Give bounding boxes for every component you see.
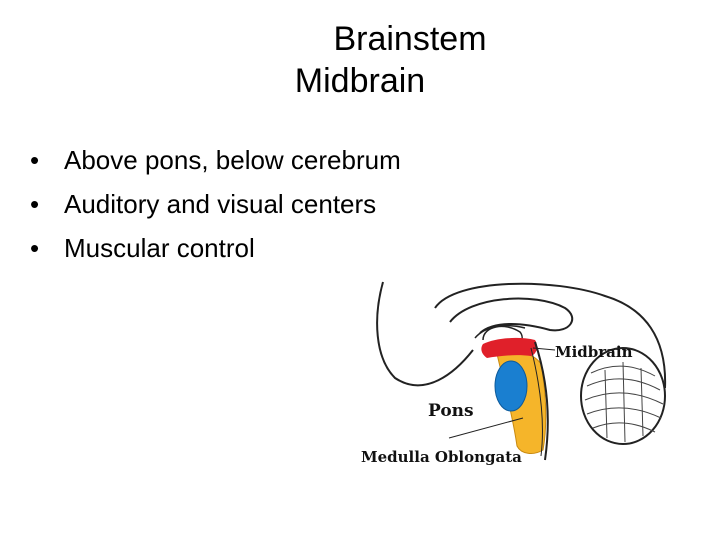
brainstem-illustration: Midbrain Pons Medulla Oblongata <box>361 281 667 466</box>
bullet-dot: • <box>30 145 40 175</box>
fornix <box>474 325 526 339</box>
bullet-text: Muscular control <box>64 233 255 263</box>
bullet-dot: • <box>30 233 40 263</box>
slide-title: Brainstem Midbrain <box>0 18 720 102</box>
brain-outline-top <box>434 282 667 389</box>
bullet-item: • Muscular control <box>28 226 401 270</box>
bullet-item: • Above pons, below cerebrum <box>28 138 401 182</box>
midbrain-leader-line <box>532 347 556 351</box>
cerebellum <box>580 347 666 445</box>
medulla-leader-line <box>448 417 524 439</box>
brainstem-edge-inner <box>530 347 544 457</box>
slide-title-line-1: Brainstem <box>333 20 487 58</box>
midbrain-label: Midbrain <box>555 343 633 361</box>
brain-outline <box>376 281 474 387</box>
midbrain-region <box>481 337 538 358</box>
bullet-dot: • <box>30 189 40 219</box>
pons-label: Pons <box>428 401 474 421</box>
bullet-text: Above pons, below cerebrum <box>64 145 401 175</box>
medulla-label: Medulla Oblongata <box>361 448 522 466</box>
brainstem-diagram: Midbrain Pons Medulla Oblongata <box>355 278 675 478</box>
pons-region <box>494 360 528 412</box>
slide-title-line-2: Midbrain <box>294 62 426 100</box>
bullet-list: • Above pons, below cerebrum • Auditory … <box>28 138 401 270</box>
corpus-callosum <box>449 297 574 334</box>
bullet-text: Auditory and visual centers <box>64 189 377 219</box>
bullet-item: • Auditory and visual centers <box>28 182 401 226</box>
brainstem-edge <box>534 341 549 461</box>
